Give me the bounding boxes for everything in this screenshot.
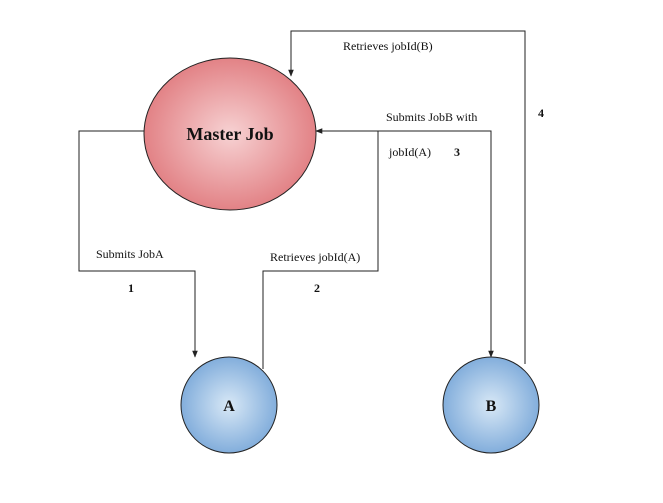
edge-label-retrieves-jobid-b: Retrieves jobId(B) <box>343 39 433 53</box>
step-number-1: 1 <box>128 281 134 295</box>
edge-submits-jobb <box>378 130 494 358</box>
edge-label-submits-jobb-line1: Submits JobB with <box>386 110 477 124</box>
edge-retrieves-jobid-b <box>288 30 526 364</box>
node-master-job: Master Job <box>143 57 317 211</box>
step-number-4: 4 <box>538 106 544 120</box>
edge-submits-joba <box>78 130 198 358</box>
edge-label-retrieves-jobid-a: Retrieves jobId(A) <box>270 250 360 264</box>
step-number-2: 2 <box>314 281 320 295</box>
node-a-label: A <box>223 398 235 415</box>
node-b: B <box>442 356 540 454</box>
edge-label-submits-joba: Submits JobA <box>96 247 164 261</box>
edge-label-submits-jobb-line2: jobId(A) <box>388 145 431 159</box>
node-master-job-label: Master Job <box>186 124 273 144</box>
node-b-label: B <box>486 398 497 415</box>
node-a: A <box>180 356 278 454</box>
step-number-3: 3 <box>454 145 460 159</box>
edge-retrieves-jobid-a <box>262 128 379 369</box>
